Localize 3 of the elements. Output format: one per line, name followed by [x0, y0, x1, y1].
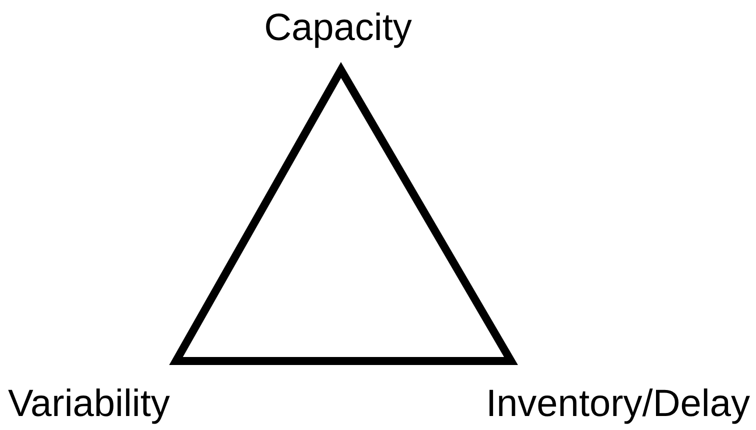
vertex-label: Capacity — [264, 6, 412, 50]
vertex-label: Variability — [8, 382, 170, 426]
vertex-label: Inventory/Delay — [486, 382, 750, 426]
